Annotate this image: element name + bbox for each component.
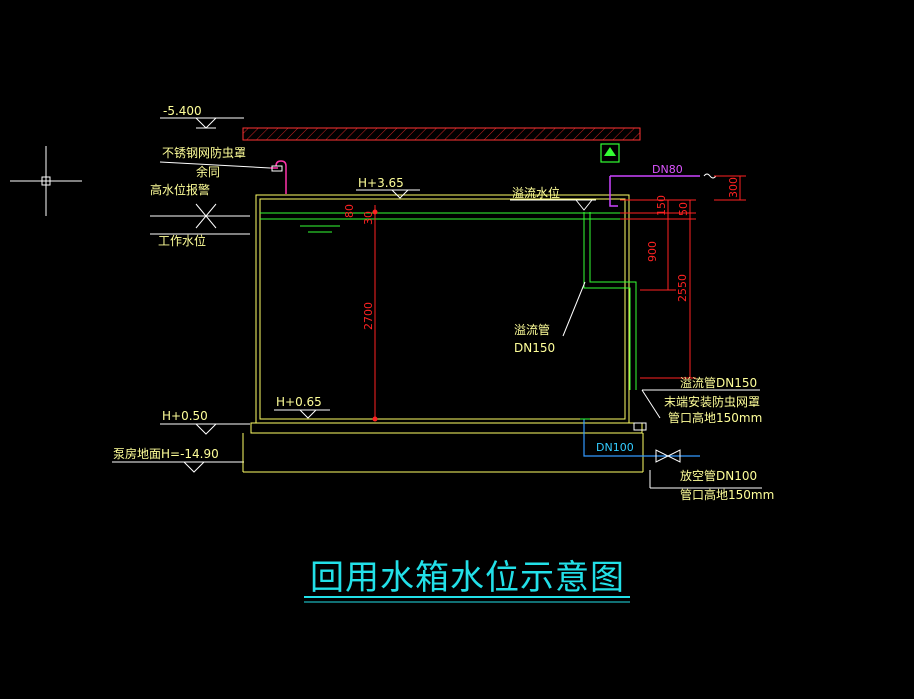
level-marker-base: [160, 423, 250, 435]
level-marker-tank-top: [356, 189, 420, 199]
high-alarm-label: 高水位报警: [150, 182, 210, 197]
level-base-text: H+0.50: [162, 409, 208, 423]
page-title: 回用水箱水位示意图: [310, 558, 625, 598]
tank-body: [255, 194, 630, 424]
level-marker-high: [150, 203, 250, 229]
vent-leader: [159, 161, 271, 169]
tank-top-text: H+3.65: [358, 176, 404, 190]
dim-2550: 2550: [676, 274, 689, 302]
dim-2700: 2700: [362, 302, 375, 330]
inlet-dn-label: DN80: [652, 163, 683, 176]
dim-30: 30: [362, 211, 375, 225]
overflow-leader: [562, 281, 586, 337]
drain-pipe: [583, 419, 700, 457]
overflow-pipe: [583, 212, 637, 390]
outlet-mesh-icon: [633, 422, 647, 431]
pipe-height-1-label: 管口高地150mm: [668, 410, 762, 425]
water-lines: [260, 212, 625, 233]
inlet-pipe: [609, 175, 700, 207]
inlet-arrow-icon: [600, 143, 620, 163]
level-marker-floor: [112, 461, 244, 473]
level-roof-text: -5.400: [163, 104, 202, 118]
overflow-dn-label: DN150: [514, 341, 555, 355]
end-mesh-label: 末端安装防虫网罩: [664, 394, 760, 409]
crosshair-icon: [10, 146, 82, 216]
roof-slab: [242, 127, 641, 141]
level-marker-overflow: [510, 199, 596, 211]
level-floor-text: 泵房地面H=-14.90: [113, 446, 219, 461]
level-marker-tank-bottom: [274, 409, 330, 419]
overflow-level-label: 溢流水位: [512, 185, 560, 200]
dim-2700-line: [372, 205, 378, 422]
overflow-pipe-label: 溢流管: [514, 322, 550, 337]
valve-icon: [655, 449, 681, 463]
drain-dn-label: DN100: [596, 441, 634, 454]
vent-mesh-icon: [271, 165, 283, 172]
vent-pipe: [270, 160, 287, 194]
tank-bottom-text: H+0.65: [276, 395, 322, 409]
dim-80: 80: [343, 204, 356, 218]
inlet-break-icon: [703, 173, 717, 179]
dim-150: 150: [655, 195, 668, 216]
dim-chain: [620, 175, 746, 379]
vent-pipe-label: 放空管DN100: [680, 468, 757, 483]
tank-base: [242, 422, 644, 473]
overflow-out-leader-2: [641, 389, 661, 419]
title-underline: [304, 596, 630, 603]
level-marker-roof: [160, 117, 244, 129]
vent-same-label: 余同: [196, 164, 220, 179]
dim-900: 900: [646, 241, 659, 262]
dim-300: 300: [727, 177, 740, 198]
work-level-label: 工作水位: [158, 233, 206, 248]
dim-50: 50: [677, 202, 690, 216]
pipe-height-2-label: 管口高地150mm: [680, 487, 774, 502]
vent-cap-label: 不锈钢网防虫罩: [162, 145, 246, 160]
overflow-out-label: 溢流管DN150: [680, 375, 757, 390]
